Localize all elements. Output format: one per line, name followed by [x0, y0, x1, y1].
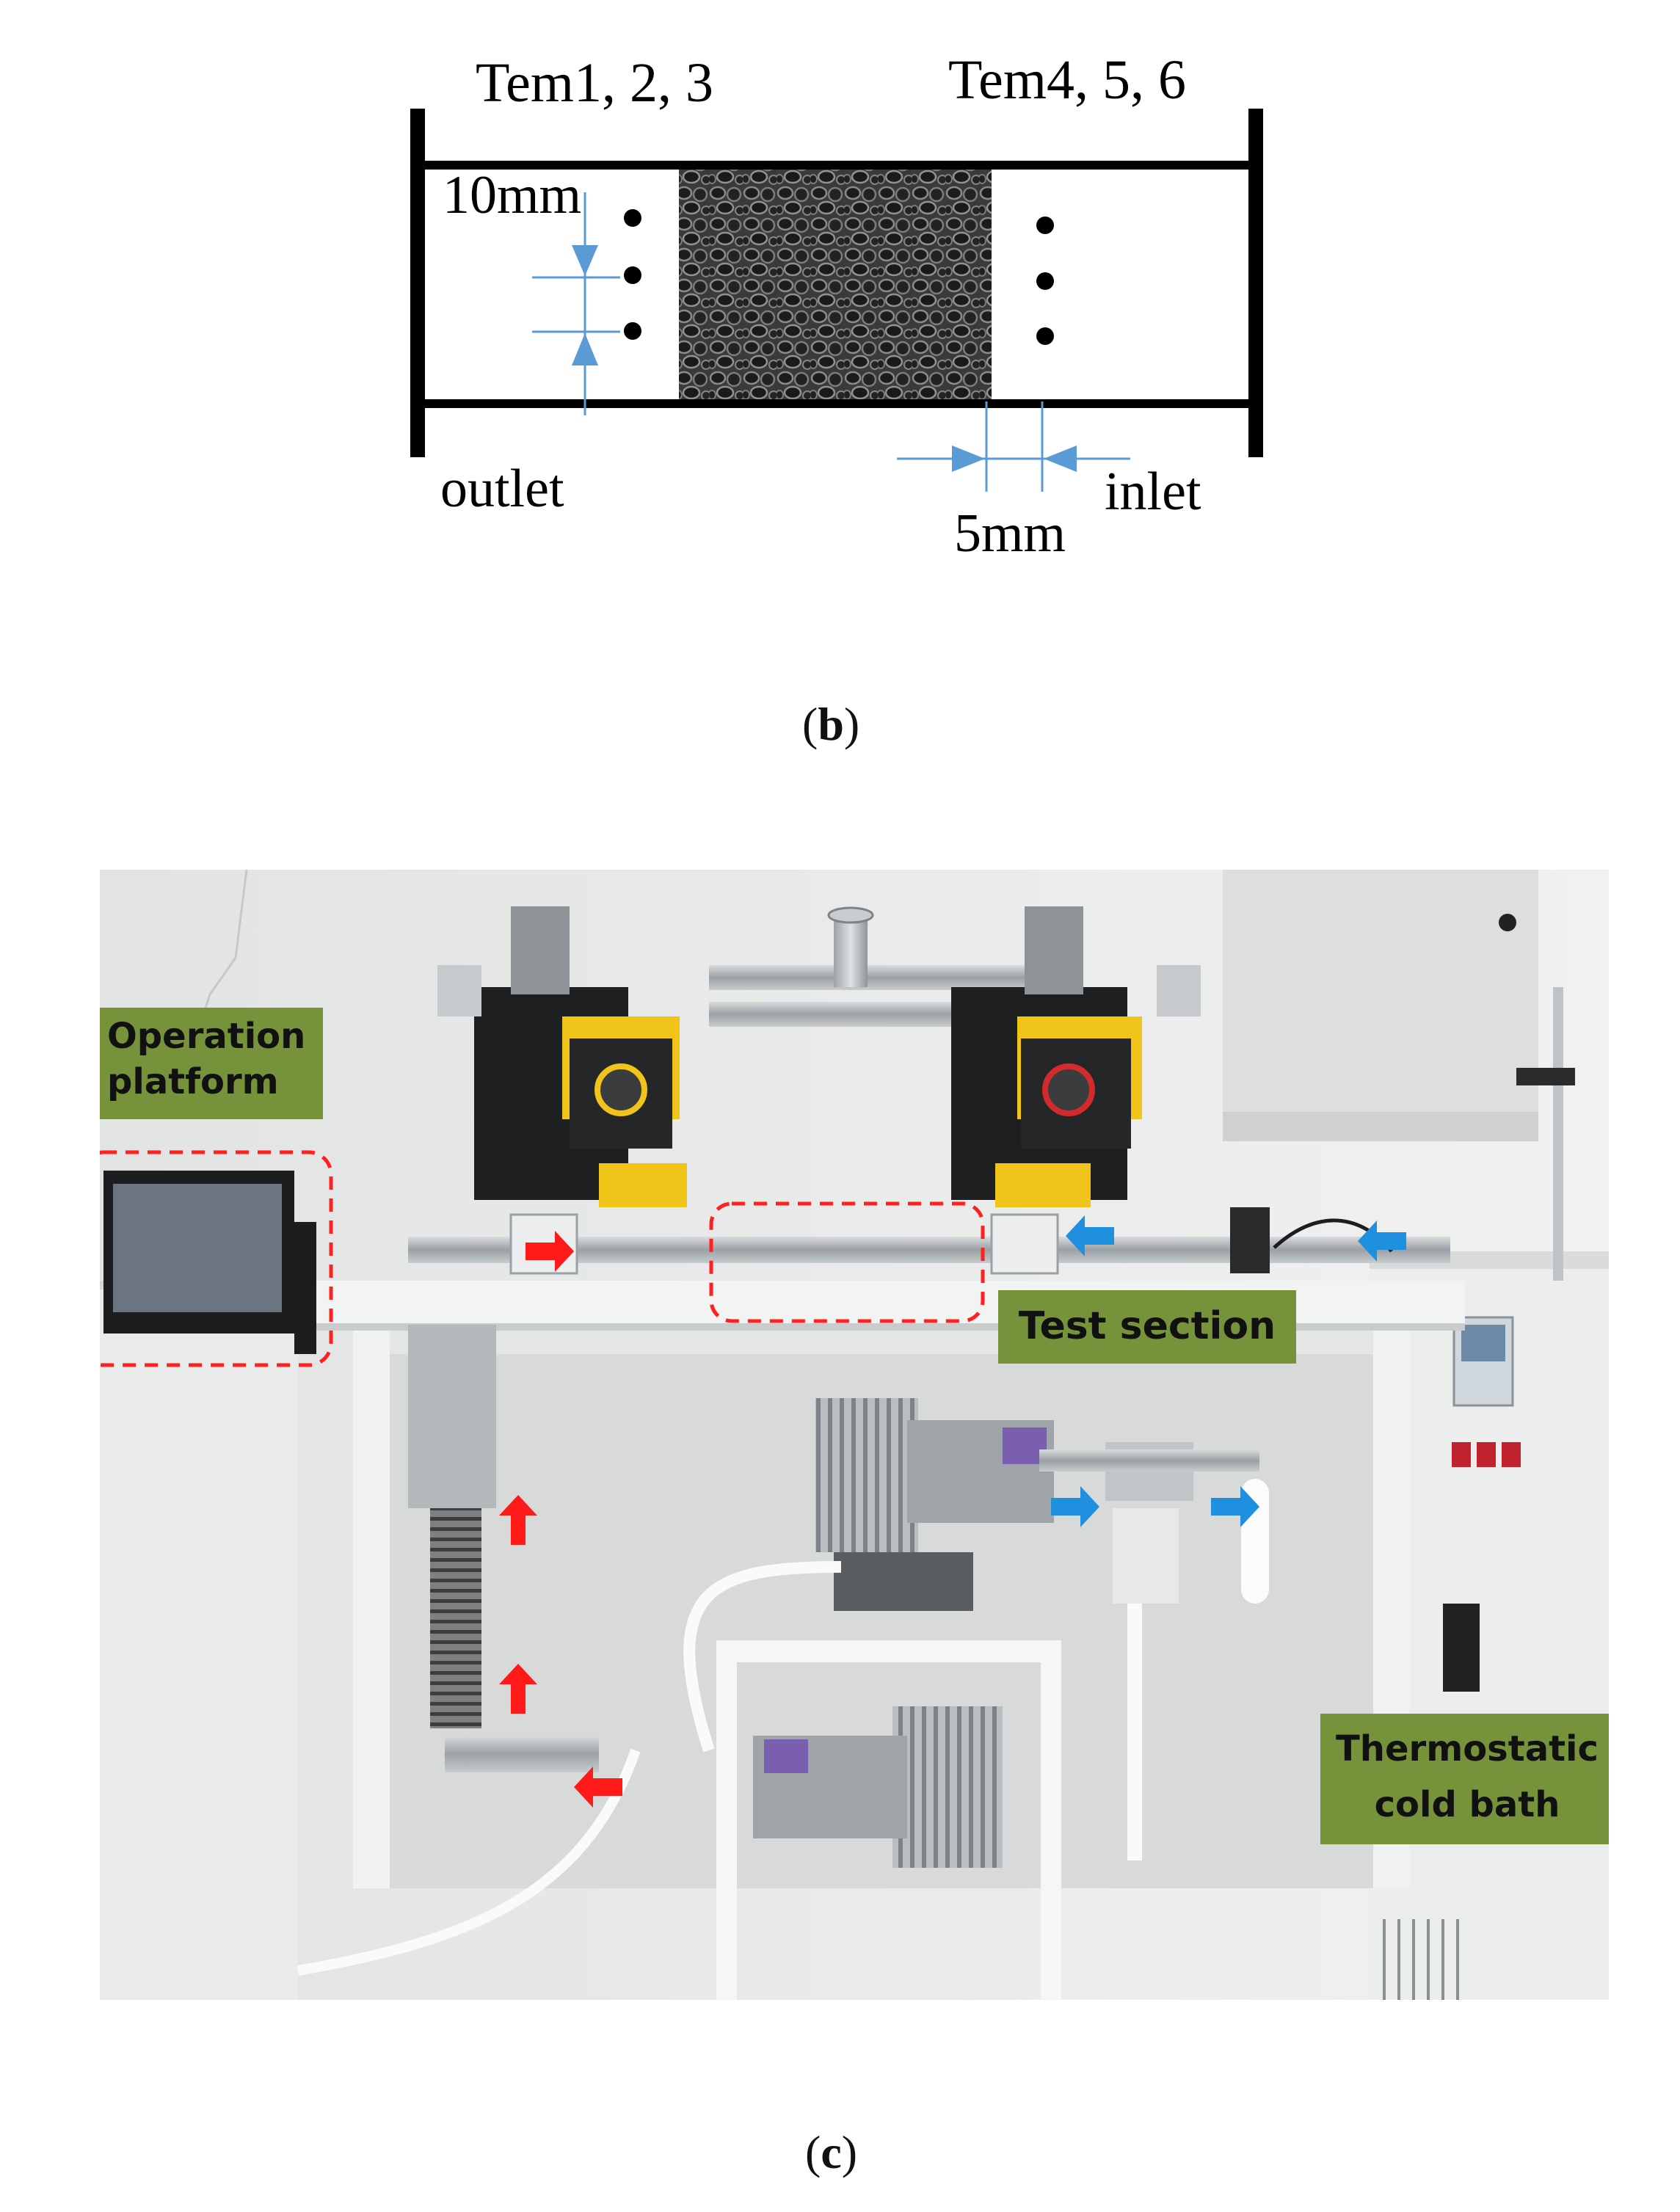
upper-pipe [709, 965, 1039, 990]
test-section-schematic: Tem1, 2, 3 Tem4, 5, 6 10mm 5mm outlet in… [410, 49, 1263, 564]
blue-arrow-right [1211, 1486, 1259, 1527]
inlet-flange [1248, 109, 1263, 457]
red-arrow-up [499, 1664, 537, 1714]
tube-bottom-wall [425, 399, 1248, 408]
inlet-label: inlet [1105, 462, 1201, 522]
flow-arrows-red [499, 1231, 622, 1808]
tem-right-label: Tem4, 5, 6 [948, 49, 1186, 111]
test-section-highlight [709, 1201, 985, 1323]
left-valve-actuator [474, 906, 687, 1207]
flexible-hose [430, 1508, 481, 1728]
blue-arrow-right [1051, 1486, 1099, 1527]
thermocouple-point [624, 266, 641, 284]
test-section-label-text: Test section [1018, 1304, 1276, 1348]
thermostatic-cold-bath-label: Thermostatic cold bath [1320, 1714, 1609, 1844]
caption-b: (b) [802, 698, 860, 750]
thermocouple-point [1036, 327, 1054, 345]
operation-platform-label-line1: Operation [107, 1016, 306, 1057]
test-section-label: Test section [998, 1290, 1296, 1364]
metal-foam-sample [679, 170, 992, 399]
experimental-rig-photo: Operation platform Test section Thermost… [100, 870, 1609, 2000]
operation-platform-label: Operation platform [100, 1008, 323, 1119]
dimension-5mm [897, 401, 1130, 492]
thermocouple-point [624, 322, 641, 340]
dimension-5mm-label: 5mm [954, 503, 1066, 564]
blower-lower [753, 1706, 1003, 1868]
outlet-flange [410, 109, 425, 457]
operation-touch-panel [103, 1171, 316, 1354]
dimension-10mm-label: 10mm [443, 165, 581, 225]
caption-c: (c) [805, 2126, 858, 2178]
blue-arrow-left [1066, 1215, 1114, 1256]
red-arrow-left [574, 1767, 622, 1808]
left-cabinet [100, 1281, 298, 2000]
flow-arrows-blue [1051, 1215, 1406, 1527]
outlet-label: outlet [440, 459, 564, 519]
operation-platform-label-line2: platform [107, 1061, 279, 1102]
upper-cabinet [1223, 870, 1538, 1141]
blower-upper [815, 1398, 1054, 1611]
thermocouple-point [1036, 217, 1054, 234]
tem-left-label: Tem1, 2, 3 [476, 52, 713, 114]
blue-arrow-left [1358, 1220, 1406, 1262]
test-section-pipe [408, 1237, 1450, 1263]
caption-b-letter: b [818, 698, 844, 750]
red-arrow-up [499, 1495, 537, 1545]
red-arrow-right [526, 1231, 574, 1272]
cold-bath-label-line1: Thermostatic [1336, 1728, 1599, 1769]
dimension-10mm [532, 192, 620, 415]
thermocouple-point [624, 209, 641, 227]
cold-bath-label-line2: cold bath [1374, 1784, 1560, 1825]
thermocouple-point [1036, 272, 1054, 290]
right-valve-actuator [951, 906, 1142, 1207]
tube-top-wall [425, 161, 1248, 170]
caption-c-letter: c [821, 2126, 842, 2178]
blower-stand [716, 1640, 1061, 1662]
